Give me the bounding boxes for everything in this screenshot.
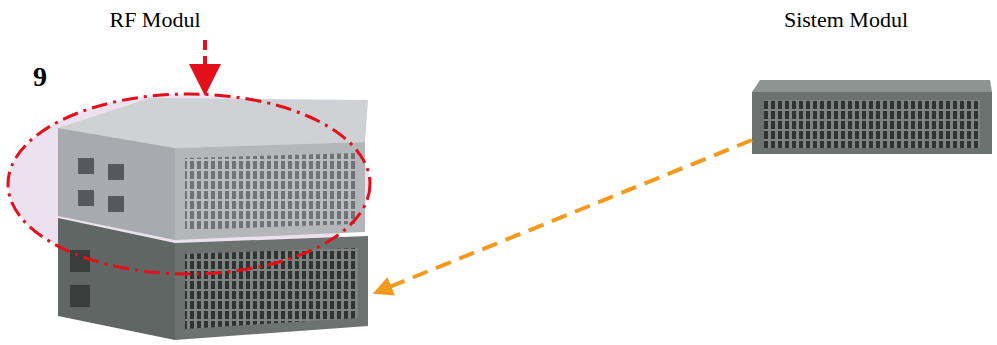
pointer-arrow [203,40,207,80]
system-module [752,80,992,154]
module-label: RF Modul [109,8,200,32]
insertion-arrow [382,140,752,290]
highlight-ellipse [8,94,370,274]
module-label: Sistem Modul [784,8,908,32]
rf-module [58,98,368,240]
callout-number: 9 [33,62,47,93]
